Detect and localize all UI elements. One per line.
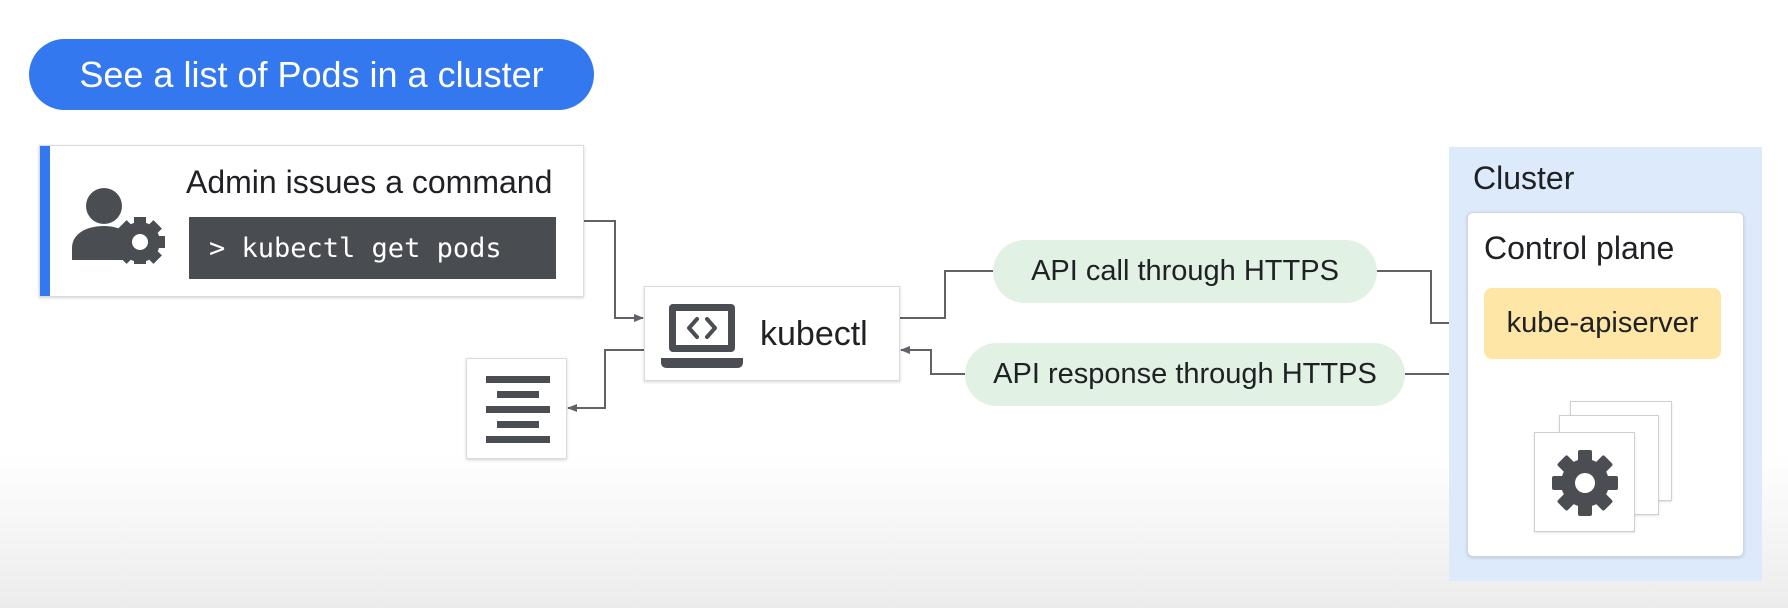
api-response-label: API response through HTTPS bbox=[965, 343, 1405, 406]
response-to-kubectl-connector bbox=[900, 346, 965, 375]
control-plane-label: Control plane bbox=[1484, 230, 1675, 266]
admin-card-accent-bar bbox=[40, 146, 50, 296]
admin-to-kubectl-connector bbox=[584, 220, 644, 322]
admin-command-card: Admin issues a command > kubectl get pod… bbox=[39, 145, 584, 297]
kube-apiserver-box: kube-apiserver bbox=[1484, 288, 1721, 359]
output-document-card bbox=[466, 358, 567, 459]
kubectl-to-call-connector bbox=[900, 270, 993, 319]
kubectl-label: kubectl bbox=[760, 315, 868, 353]
command-text: > kubectl get pods bbox=[189, 217, 556, 279]
kubectl-card: kubectl bbox=[644, 286, 900, 381]
text-lines-icon bbox=[486, 376, 550, 443]
api-call-label: API call through HTTPS bbox=[993, 240, 1377, 303]
cluster-label: Cluster bbox=[1473, 160, 1575, 196]
pod-card-front bbox=[1534, 432, 1635, 532]
admin-settings-icon bbox=[72, 188, 165, 264]
laptop-code-icon bbox=[661, 304, 743, 368]
diagram-title: See a list of Pods in a cluster bbox=[29, 39, 594, 110]
gear-icon bbox=[1552, 450, 1618, 516]
kubectl-to-output-connector bbox=[567, 349, 644, 412]
admin-heading: Admin issues a command bbox=[186, 164, 553, 200]
